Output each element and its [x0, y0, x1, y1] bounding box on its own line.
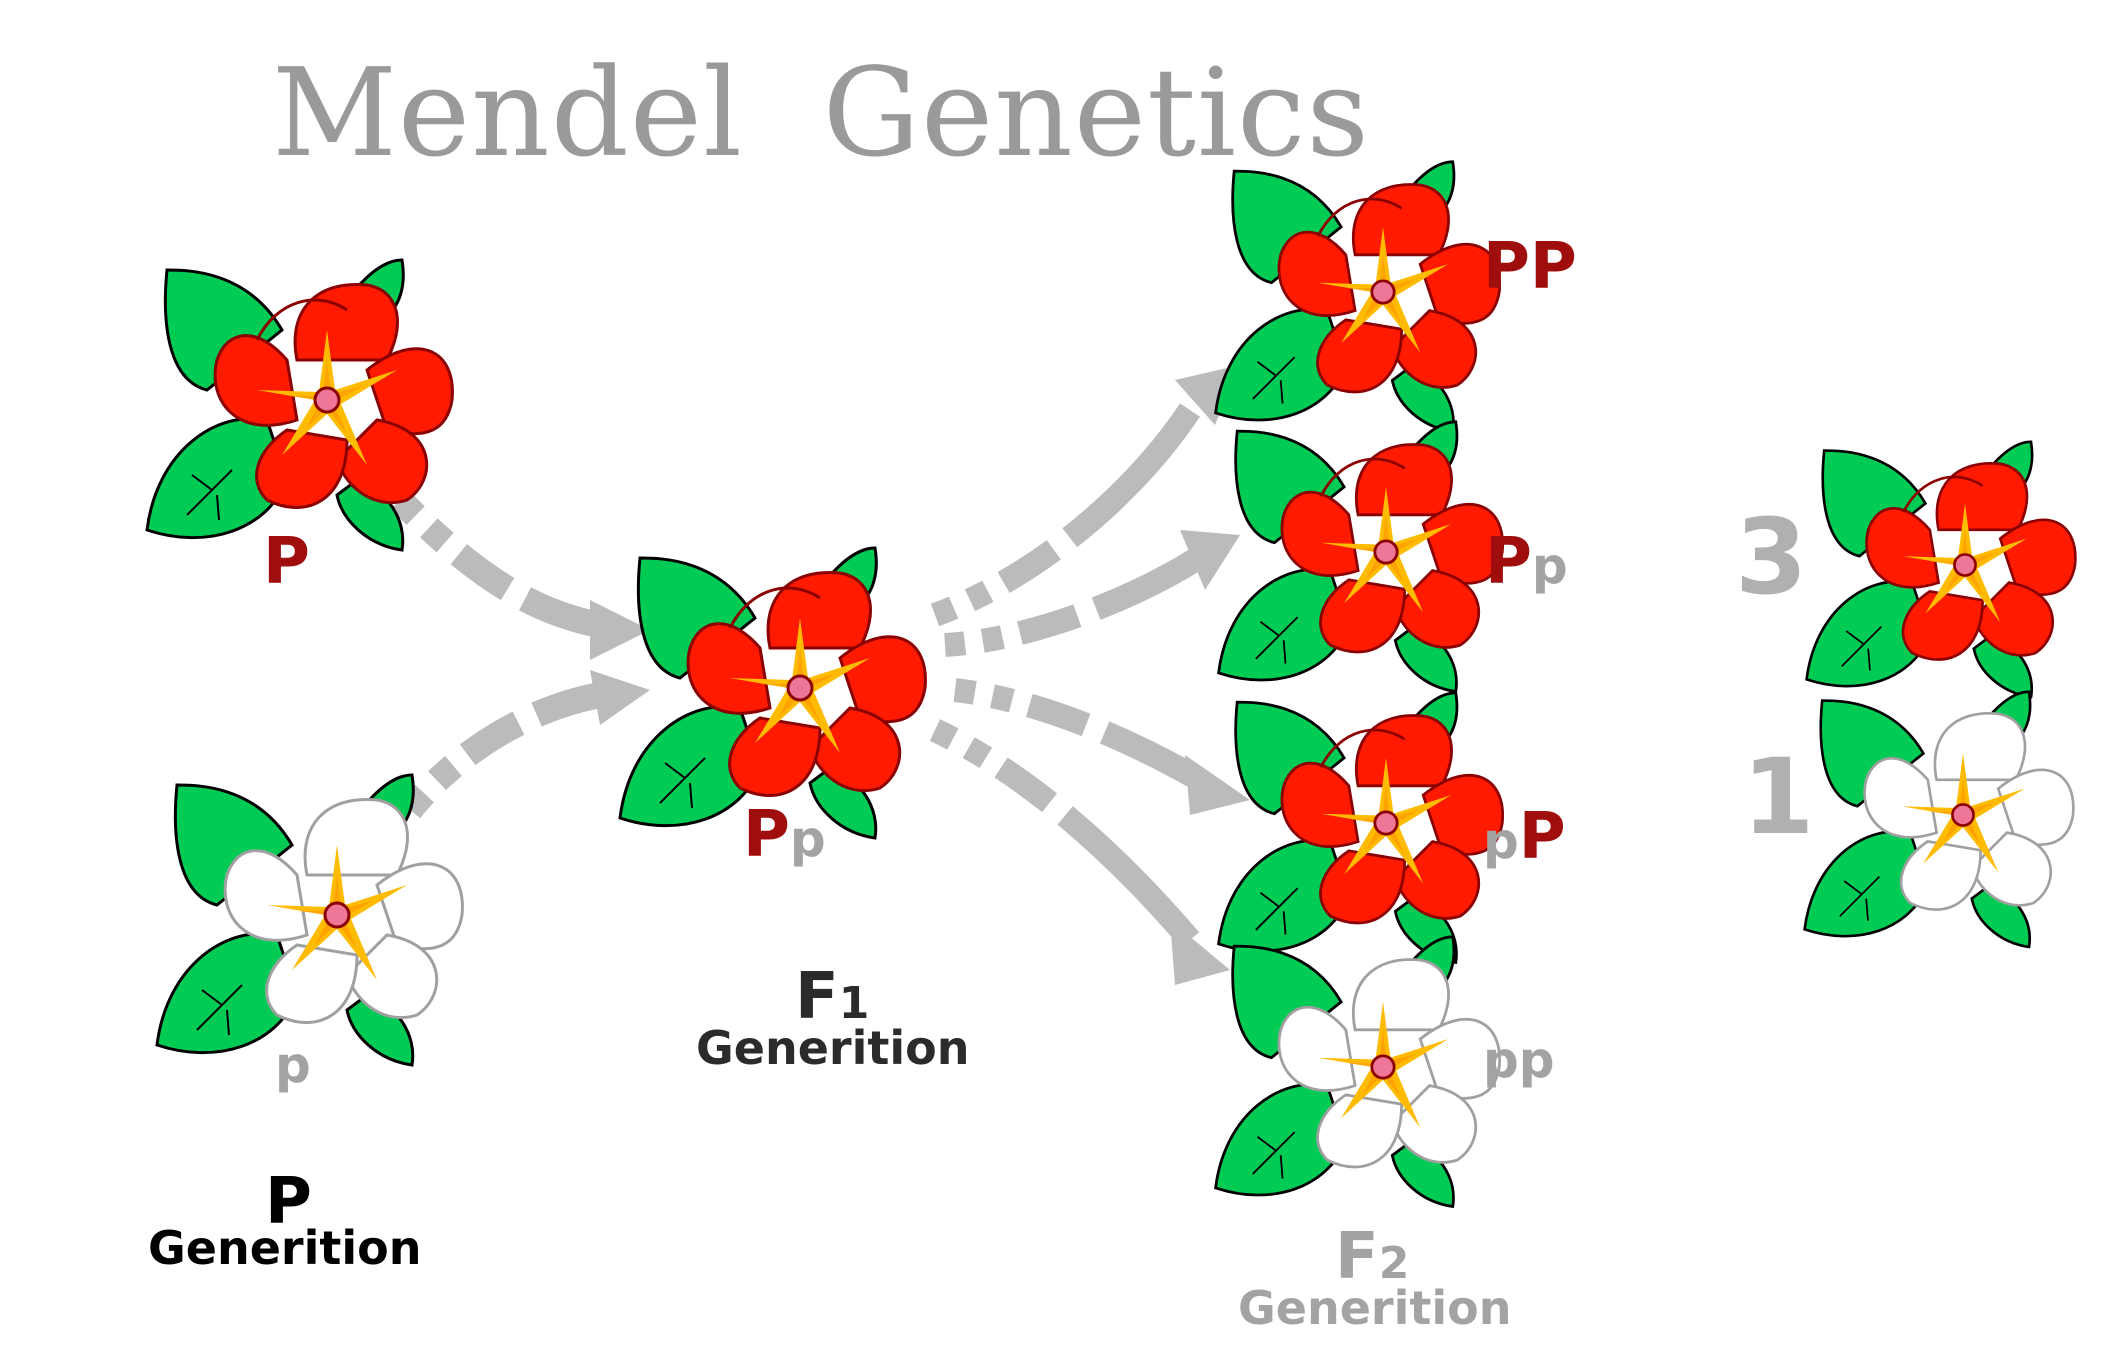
p-generation-title: P [265, 1165, 312, 1239]
ratio-white-flower [1805, 692, 2074, 947]
f2-genotype-pP: pP [1483, 805, 1566, 869]
arrow-head-1 [590, 600, 650, 660]
arrow-head-6 [1170, 920, 1230, 985]
arrow-head-4 [1180, 530, 1240, 590]
ratio-recessive-count: 1 [1742, 736, 1815, 858]
f2-pP-recessive: p [1483, 812, 1519, 870]
arrow-red-parent-to-f1 [390, 490, 603, 638]
f1-genotype-recessive: p [789, 810, 826, 868]
f2-generation-word: Generition [1238, 1281, 1512, 1335]
arrow-head-2 [590, 670, 650, 725]
parent-red-allele: P [263, 525, 310, 599]
f2-flower-Pp [1219, 422, 1503, 692]
f1-red-flower [620, 548, 925, 838]
arrow-white-parent-to-f1 [399, 682, 603, 819]
f1-generation-title: F1 [795, 965, 869, 1029]
arrow-f1-to-pp-recessive [929, 719, 1200, 948]
arrow-f1-to-pp [930, 403, 1200, 627]
f2-generation-title: F2 [1335, 1225, 1409, 1289]
f2-genotype-PP: PP [1483, 230, 1577, 304]
f2-genotype-Pp: Pp [1485, 530, 1568, 594]
f1-genotype-dominant: P [743, 798, 790, 872]
f2-gen-number: 2 [1378, 1238, 1410, 1289]
parent-white-allele: p [275, 1036, 311, 1094]
f2-pP-dominant: P [1518, 800, 1566, 874]
f2-Pp-dominant: P [1485, 525, 1532, 599]
parent-white-flower [157, 775, 462, 1065]
f2-genotype-pp: pp [1483, 1031, 1555, 1089]
ratio-red-flower [1807, 442, 2076, 697]
arrow-f1-to-Pp [944, 549, 1202, 657]
f1-genotype: Pp [743, 803, 826, 867]
ratio-dominant-count: 3 [1735, 496, 1808, 618]
f2-flower-pP [1219, 693, 1503, 963]
f1-gen-letter: F [795, 960, 839, 1034]
p-generation-word: Generition [148, 1221, 422, 1275]
f2-flower-pp [1216, 937, 1500, 1207]
f2-Pp-recessive: p [1531, 537, 1568, 595]
f2-flower-PP [1216, 162, 1500, 432]
f2-gen-letter: F [1335, 1220, 1379, 1294]
arrow-f1-to-pP [953, 678, 1206, 791]
page-title: Mendel Genetics [272, 42, 1370, 184]
arrow-head-5 [1185, 755, 1250, 815]
f1-gen-number: 1 [838, 978, 870, 1029]
f1-generation-word: Generition [696, 1021, 970, 1075]
